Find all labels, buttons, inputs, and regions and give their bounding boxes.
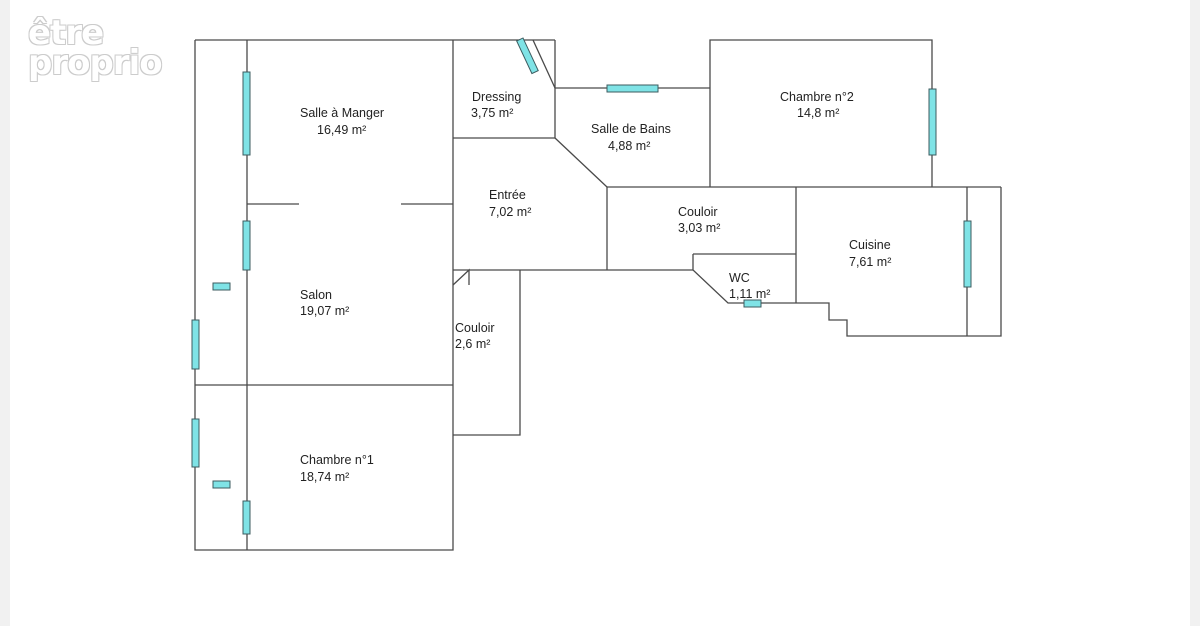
window-chambre1-west (191, 418, 200, 468)
floor-plan-canvas: être proprio (10, 0, 1190, 626)
wall-bathroom-diagonal (554, 137, 608, 188)
window-chambre1-inner (242, 500, 251, 535)
window-dining-1 (242, 71, 251, 156)
room-name-chambre-2: Chambre n°2 (780, 90, 854, 104)
room-area-dressing: 3,75 m² (471, 106, 513, 120)
window-chambre2 (928, 88, 937, 156)
room-name-salon: Salon (300, 288, 332, 302)
window-cuisine (963, 220, 972, 288)
window-salon-west (191, 319, 200, 370)
wall-west-lower (194, 385, 454, 551)
watermark-line-2: proprio (28, 43, 163, 83)
room-name-entree: Entrée (489, 188, 526, 202)
wall-cuisine (796, 187, 1002, 337)
window-chambre1-small (212, 480, 231, 489)
room-labels: Salle à Manger 16,49 m² Dressing 3,75 m²… (300, 90, 891, 484)
wall-corner-notch (452, 268, 470, 286)
window-bathroom (606, 84, 659, 93)
room-area-wc: 1,11 m² (729, 287, 770, 301)
window-dressing-diagonal (516, 37, 539, 75)
room-name-chambre-1: Chambre n°1 (300, 453, 374, 467)
window-wc (743, 299, 762, 308)
room-area-salle-de-bains: 4,88 m² (608, 139, 650, 153)
wall-wc-west (692, 254, 796, 304)
wall-couloir-sud (453, 270, 521, 436)
room-name-couloir-est: Couloir (678, 205, 718, 219)
room-name-salle-a-manger: Salle à Manger (300, 106, 384, 120)
room-area-couloir-est: 3,03 m² (678, 221, 720, 235)
room-area-chambre-2: 14,8 m² (797, 106, 839, 120)
room-area-cuisine: 7,61 m² (849, 255, 891, 269)
room-area-chambre-1: 18,74 m² (300, 470, 349, 484)
watermark-line-1: être (28, 13, 104, 53)
room-area-entree: 7,02 m² (489, 205, 531, 219)
windows (191, 37, 972, 535)
room-name-couloir-sud: Couloir (455, 321, 495, 335)
room-area-couloir-sud: 2,6 m² (455, 337, 490, 351)
wall-dressing-diagonal (532, 39, 556, 89)
etre-proprio-watermark-logo: être proprio (28, 13, 163, 83)
window-dining-2 (242, 220, 251, 271)
room-name-wc: WC (729, 271, 750, 285)
room-area-salle-a-manger: 16,49 m² (317, 123, 366, 137)
window-salon-small (212, 282, 231, 291)
room-name-dressing: Dressing (472, 90, 521, 104)
room-name-cuisine: Cuisine (849, 238, 891, 252)
room-name-salle-de-bains: Salle de Bains (591, 122, 671, 136)
room-area-salon: 19,07 m² (300, 304, 349, 318)
